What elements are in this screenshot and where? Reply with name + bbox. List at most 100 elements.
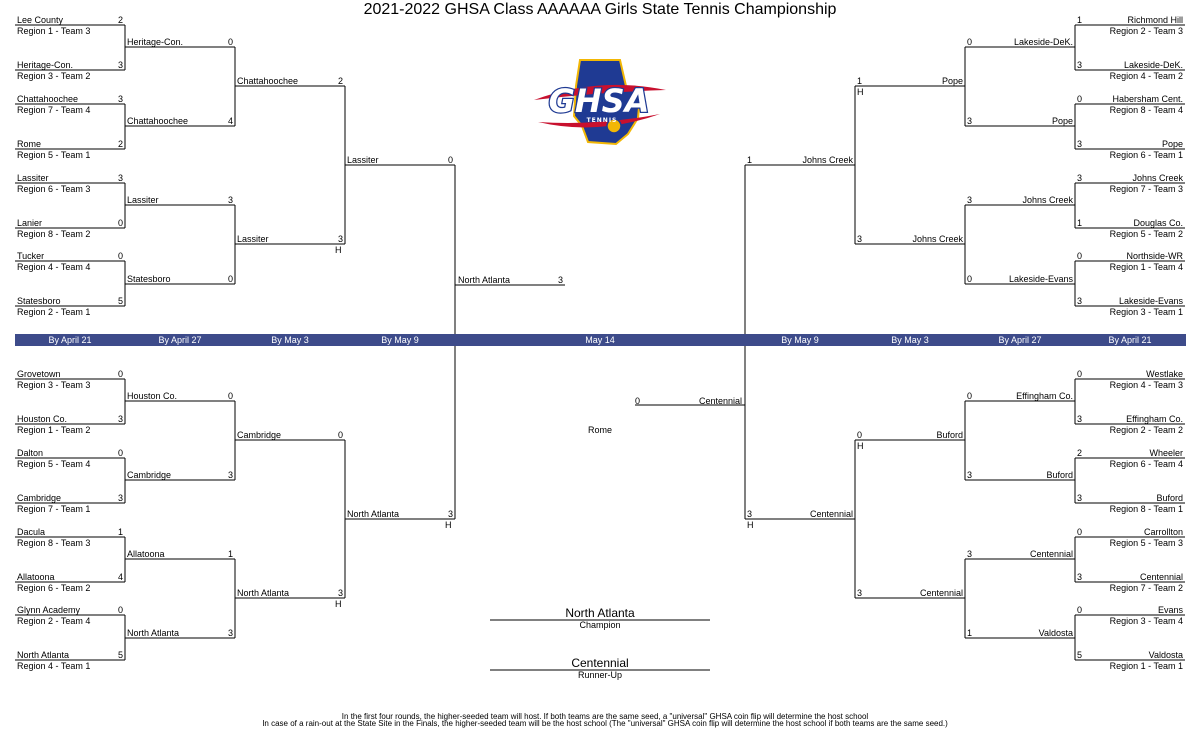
- score: 1: [967, 628, 973, 638]
- score: 3: [1077, 139, 1083, 149]
- team-name: Richmond Hill: [1127, 15, 1183, 25]
- host-marker: H: [445, 520, 452, 530]
- score: 5: [1077, 650, 1083, 660]
- team-name: Heritage-Con.: [127, 37, 184, 47]
- round-date-label: By May 9: [781, 335, 819, 345]
- team-name: Grovetown: [17, 369, 61, 379]
- score: 3: [117, 414, 123, 424]
- score: 1: [857, 76, 863, 86]
- score: 4: [117, 572, 123, 582]
- round-date-label: By April 27: [158, 335, 202, 345]
- score: 0: [447, 155, 453, 165]
- seed-label: Region 2 - Team 1: [17, 307, 91, 317]
- seed-label: Region 4 - Team 2: [1109, 71, 1183, 81]
- seed-label: Region 7 - Team 4: [17, 105, 91, 115]
- team-name: Houston Co.: [127, 391, 178, 401]
- score: 0: [227, 274, 233, 284]
- seed-label: Region 6 - Team 1: [1109, 150, 1183, 160]
- team-name: Pope: [1051, 116, 1073, 126]
- score: 3: [1077, 173, 1083, 183]
- final-right-score: 0: [635, 396, 641, 406]
- score: 3: [967, 549, 973, 559]
- score: 1: [1077, 15, 1083, 25]
- team-name: Cambridge: [127, 470, 172, 480]
- team-name: Centennial: [809, 509, 853, 519]
- team-name: Glynn Academy: [17, 605, 81, 615]
- team-name: Effingham Co.: [1126, 414, 1183, 424]
- seed-label: Region 3 - Team 4: [1109, 616, 1183, 626]
- score: 3: [1077, 493, 1083, 503]
- seed-label: Region 4 - Team 3: [1109, 380, 1183, 390]
- score: 0: [227, 37, 233, 47]
- team-name: Cambridge: [17, 493, 62, 503]
- round-date-label: By May 3: [891, 335, 929, 345]
- final-site: Rome: [588, 425, 613, 435]
- team-name: North Atlanta: [237, 588, 290, 598]
- team-name: Tucker: [17, 251, 45, 261]
- team-name: Lakeside-DeK.: [1013, 37, 1073, 47]
- seed-label: Region 1 - Team 2: [17, 425, 91, 435]
- runner-up-label: Runner-Up: [577, 670, 623, 680]
- team-name: Lassiter: [17, 173, 49, 183]
- seed-label: Region 5 - Team 2: [1109, 229, 1183, 239]
- team-name: Habersham Cent.: [1112, 94, 1183, 104]
- score: 5: [117, 296, 123, 306]
- team-name: Lassiter: [127, 195, 159, 205]
- seed-label: Region 5 - Team 1: [17, 150, 91, 160]
- champion-label: Champion: [579, 620, 621, 630]
- seed-label: Region 2 - Team 2: [1109, 425, 1183, 435]
- logo-text: GHSA: [549, 82, 650, 120]
- seed-label: Region 3 - Team 2: [17, 71, 91, 81]
- score: 1: [1077, 218, 1083, 228]
- score: 3: [117, 60, 123, 70]
- team-name: Lassiter: [347, 155, 379, 165]
- score: 0: [1077, 94, 1083, 104]
- round-date-label: By April 27: [998, 335, 1042, 345]
- team-name: Chattahoochee: [17, 94, 79, 104]
- score: 2: [117, 139, 123, 149]
- team-name: Rome: [17, 139, 42, 149]
- team-name: Pope: [941, 76, 963, 86]
- seed-label: Region 4 - Team 1: [17, 661, 91, 671]
- final-left-team: North Atlanta: [458, 275, 511, 285]
- host-marker: H: [857, 441, 864, 451]
- host-marker: H: [747, 520, 754, 530]
- team-name: Allatoona: [127, 549, 165, 559]
- team-name: Statesboro: [17, 296, 61, 306]
- team-name: Lakeside-DeK.: [1123, 60, 1183, 70]
- score: 0: [117, 369, 123, 379]
- seed-label: Region 6 - Team 2: [17, 583, 91, 593]
- team-name: Lassiter: [237, 234, 269, 244]
- team-name: Wheeler: [1149, 448, 1183, 458]
- score: 0: [117, 218, 123, 228]
- host-marker: H: [335, 245, 342, 255]
- score: 0: [337, 430, 343, 440]
- score: 3: [227, 628, 233, 638]
- seed-label: Region 2 - Team 4: [17, 616, 91, 626]
- team-name: Centennial: [919, 588, 963, 598]
- team-name: Dacula: [17, 527, 46, 537]
- team-name: Northside-WR: [1126, 251, 1183, 261]
- score: 3: [747, 509, 753, 519]
- score: 3: [857, 588, 863, 598]
- host-marker: H: [335, 599, 342, 609]
- score: 0: [967, 391, 973, 401]
- seed-label: Region 6 - Team 4: [1109, 459, 1183, 469]
- team-name: North Atlanta: [127, 628, 180, 638]
- team-name: Johns Creek: [1022, 195, 1073, 205]
- score: 3: [117, 493, 123, 503]
- team-name: Dalton: [17, 448, 44, 458]
- team-name: Valdosta: [1148, 650, 1183, 660]
- team-name: Centennial: [1029, 549, 1073, 559]
- seed-label: Region 1 - Team 1: [1109, 661, 1183, 671]
- seed-label: Region 7 - Team 2: [1109, 583, 1183, 593]
- logo-subtext: TENNIS: [587, 117, 618, 124]
- champion-team: North Atlanta: [565, 606, 635, 620]
- team-name: Carrollton: [1143, 527, 1183, 537]
- seed-label: Region 8 - Team 1: [1109, 504, 1183, 514]
- team-name: Lee County: [17, 15, 64, 25]
- round-date-label: By May 3: [271, 335, 309, 345]
- team-name: Chattahoochee: [127, 116, 189, 126]
- score: 0: [1077, 369, 1083, 379]
